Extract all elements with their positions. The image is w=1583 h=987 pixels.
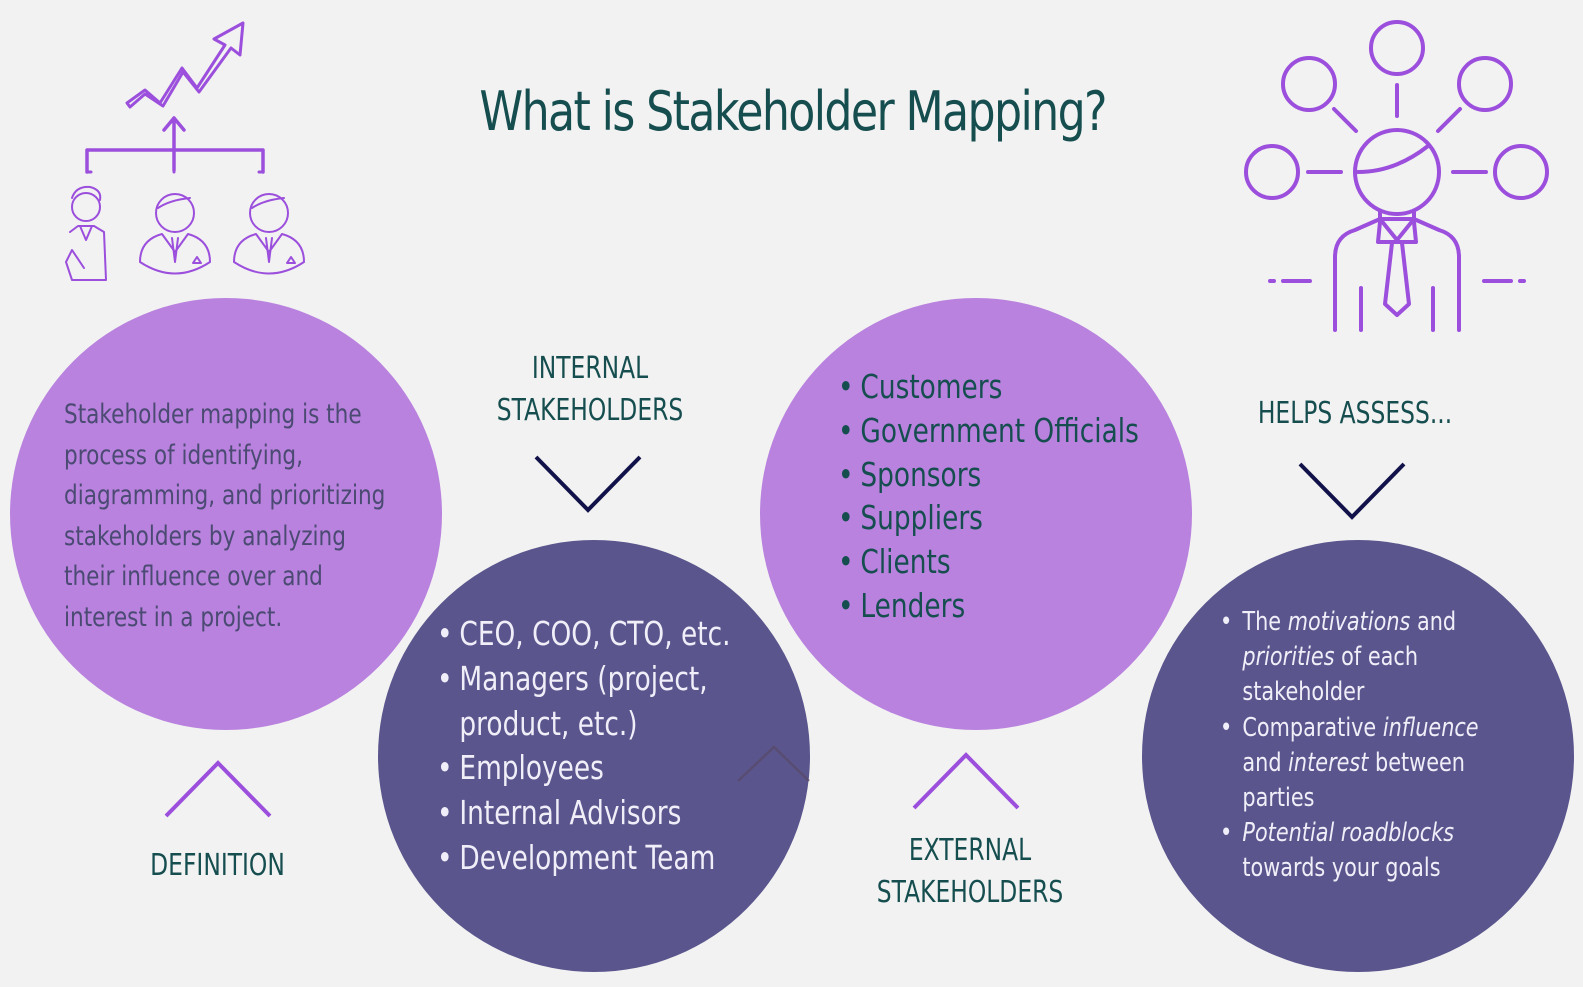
external-stakeholders-list: Customers Government Officials Sponsors … xyxy=(838,365,1139,628)
text: towards your goals xyxy=(1242,853,1441,884)
list-item-continuation: stakeholder xyxy=(1220,675,1479,710)
emphasis: priorities xyxy=(1242,642,1335,673)
label-line: INTERNAL xyxy=(531,351,649,386)
chevron-down-icon xyxy=(534,455,642,513)
team-growth-icon xyxy=(65,21,305,281)
list-item: Lenders xyxy=(838,584,1139,628)
emphasis: interest xyxy=(1288,747,1369,778)
text: between xyxy=(1368,747,1465,778)
text: and xyxy=(1410,607,1457,637)
list-item: Internal Advisors xyxy=(437,791,730,836)
list-item: Managers (project, xyxy=(437,657,730,702)
text: parties xyxy=(1242,783,1315,814)
label-line: STAKEHOLDERS xyxy=(496,393,684,428)
label-line: HELPS ASSESS... xyxy=(1257,396,1453,431)
list-item: The motivations and xyxy=(1220,605,1479,640)
list-item: Customers xyxy=(838,365,1139,409)
emphasis: Potential roadblocks xyxy=(1242,818,1455,849)
definition-line: process of identifying, xyxy=(64,439,303,471)
definition-circle xyxy=(10,298,442,730)
definition-line: stakeholders by analyzing xyxy=(64,520,346,552)
list-item: Potential roadblocks xyxy=(1220,816,1479,851)
text: stakeholder xyxy=(1242,677,1365,708)
label-line: DEFINITION xyxy=(150,848,285,883)
text: of each xyxy=(1334,642,1418,673)
list-item: Sponsors xyxy=(838,453,1139,497)
list-item-continuation: towards your goals xyxy=(1220,851,1479,886)
chevron-up-icon xyxy=(164,760,272,818)
list-item: CEO, COO, CTO, etc. xyxy=(437,612,730,657)
definition-line: Stakeholder mapping is the xyxy=(64,399,362,430)
list-item: Clients xyxy=(838,540,1139,584)
definition-line: diagramming, and prioritizing xyxy=(64,480,386,511)
internal-stakeholders-list: CEO, COO, CTO, etc. Managers (project, p… xyxy=(437,612,730,881)
list-item-continuation: product, etc.) xyxy=(459,703,638,743)
external-stakeholders-label: EXTERNAL STAKEHOLDERS xyxy=(876,830,1063,914)
list-item: Comparative influence xyxy=(1220,711,1479,746)
internal-stakeholders-label: INTERNAL STAKEHOLDERS xyxy=(496,348,683,432)
list-item: Suppliers xyxy=(838,496,1139,540)
list-item-continuation: priorities of each xyxy=(1220,640,1479,675)
helps-assess-label: HELPS ASSESS... xyxy=(1242,393,1468,435)
definition-label: DEFINITION xyxy=(134,845,302,887)
emphasis: influence xyxy=(1382,712,1479,743)
helps-assess-list: The motivations and priorities of each s… xyxy=(1220,605,1479,887)
stakeholder-network-icon xyxy=(1244,20,1549,332)
text: The xyxy=(1242,607,1288,637)
list-item: Employees xyxy=(437,746,730,791)
page-title: What is Stakeholder Mapping? xyxy=(479,80,1107,143)
text: Comparative xyxy=(1242,712,1383,743)
list-item-continuation: and interest between xyxy=(1220,746,1479,781)
chevron-up-icon xyxy=(737,745,810,782)
definition-text: Stakeholder mapping is the process of id… xyxy=(64,395,385,638)
definition-line: their influence over and xyxy=(64,561,323,592)
label-line: STAKEHOLDERS xyxy=(876,875,1064,910)
list-item: Development Team xyxy=(437,836,730,881)
emphasis: motivations xyxy=(1287,607,1411,637)
list-item-continuation: parties xyxy=(1220,781,1479,816)
label-line: EXTERNAL xyxy=(908,833,1032,868)
chevron-up-icon xyxy=(912,752,1020,810)
text: and xyxy=(1242,747,1289,778)
list-item: Government Officials xyxy=(838,409,1139,453)
chevron-down-icon xyxy=(1298,462,1406,520)
definition-line: interest in a project. xyxy=(64,601,283,633)
